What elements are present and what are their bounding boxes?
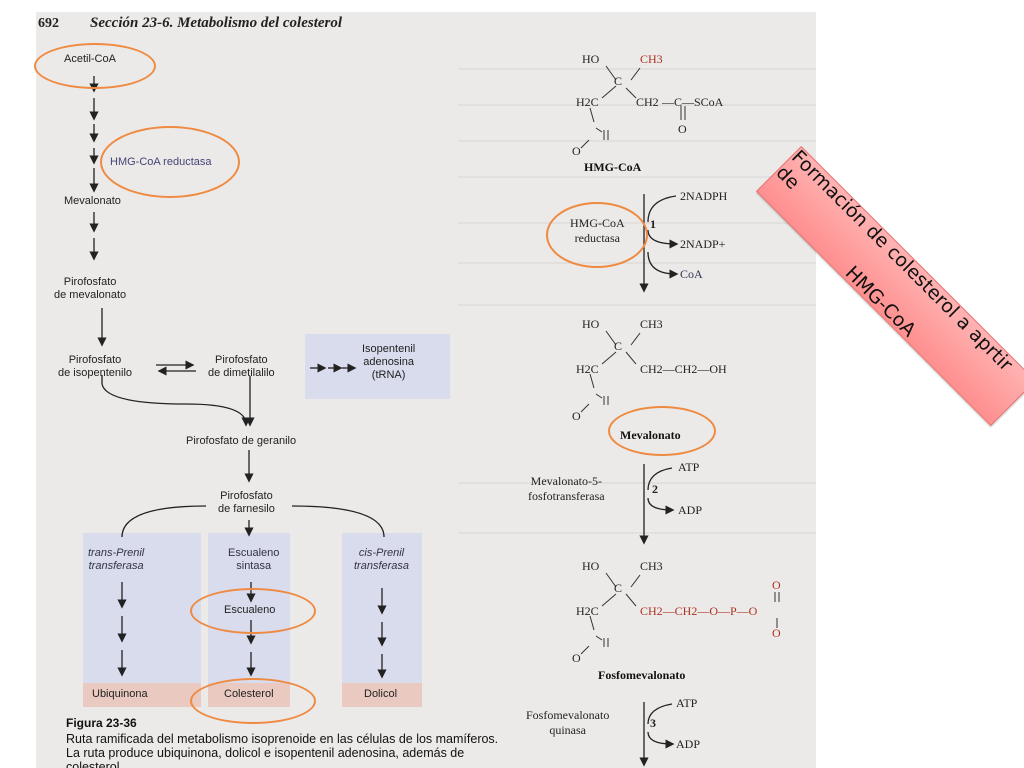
label-line: de farnesilo bbox=[218, 503, 275, 515]
step3-output: ADP bbox=[676, 737, 701, 751]
label-line: Pirofosfato bbox=[68, 354, 122, 366]
pirofosfato-isopentenilo: Pirofosfato de isopentenilo bbox=[58, 354, 132, 380]
fosfo-o-minus: O bbox=[572, 651, 581, 665]
pirofosfato-mevalonato: Pirofosfato de mevalonato bbox=[54, 276, 126, 302]
label-line: (tRNA) bbox=[371, 369, 406, 381]
label-line: quinasa bbox=[549, 723, 586, 737]
page-title: Sección 23-6. Metabolismo del colesterol bbox=[90, 15, 343, 31]
hmg-scoa: —C—SCoA bbox=[662, 95, 724, 109]
label-line: transferasa bbox=[354, 560, 410, 572]
hmg-o-minus: O bbox=[572, 144, 581, 158]
cis-prenil-transferasa: cis-Prenil transferasa bbox=[354, 547, 409, 573]
isopentenil-adenosina: Isopentenil adenosina (tRNA) bbox=[362, 343, 415, 382]
label-line: trans-Prenil bbox=[88, 547, 145, 559]
label-line: adenosina bbox=[363, 356, 414, 368]
label-line: de isopentenilo bbox=[58, 367, 133, 379]
ubiquinona: Ubiquinona bbox=[92, 688, 148, 700]
meva-h2c: H2C bbox=[576, 362, 599, 376]
hmg-ch2: CH2 bbox=[636, 95, 659, 109]
hmg-ho: HO bbox=[582, 52, 600, 66]
ghost-line bbox=[458, 262, 816, 264]
ubiquinona-foot bbox=[83, 683, 201, 707]
label-line: de mevalonato bbox=[54, 289, 127, 301]
step2-number: 2 bbox=[652, 482, 658, 496]
ghost-line bbox=[458, 176, 816, 178]
dolicol: Dolicol bbox=[364, 688, 398, 700]
ghost-line bbox=[458, 104, 816, 106]
fosfo-chain: CH2—CH2—O—P—O bbox=[640, 604, 758, 618]
highlight-circle bbox=[608, 406, 716, 456]
step3-number: 3 bbox=[650, 716, 656, 730]
step1-number: 1 bbox=[650, 217, 656, 231]
label-line: Pirofosfato bbox=[63, 276, 117, 288]
hmg-h2c: H2C bbox=[576, 95, 599, 109]
figure-caption-title: Figura 23-36 bbox=[66, 716, 137, 730]
escualeno-sintasa: Escualeno sintasa bbox=[228, 547, 279, 573]
step2-output: ADP bbox=[678, 503, 703, 517]
step1-input: 2NADPH bbox=[680, 189, 728, 203]
hmg-coa-name: HMG-CoA bbox=[584, 160, 642, 174]
step1-output-nadp: 2NADP+ bbox=[680, 237, 726, 251]
isopentenil-panel bbox=[305, 334, 450, 399]
ghost-line bbox=[458, 140, 816, 142]
textbook-page: 692 Sección 23-6. Metabolismo del colest… bbox=[36, 12, 816, 768]
step3-input: ATP bbox=[676, 696, 698, 710]
meva-chain: CH2—CH2—OH bbox=[640, 362, 727, 376]
step2-input: ATP bbox=[678, 460, 700, 474]
dolicol-foot bbox=[342, 683, 422, 707]
fosfomevalonato-name: Fosfomevalonato bbox=[598, 668, 686, 682]
highlight-circle bbox=[190, 588, 316, 634]
step1-output-coa: CoA bbox=[680, 267, 703, 281]
trans-panel bbox=[83, 533, 201, 707]
chem-bonds bbox=[580, 65, 780, 767]
label-line: cis-Prenil bbox=[358, 547, 405, 559]
label-line: Fosfomevalonato bbox=[526, 708, 610, 722]
meva-c: C bbox=[614, 339, 623, 353]
hmg-o-carbonyl: O bbox=[678, 122, 687, 136]
pirofosfato-geranilo: Pirofosfato de geranilo bbox=[186, 435, 297, 447]
fosfo-o-top: O bbox=[772, 578, 781, 592]
highlight-circle bbox=[190, 678, 316, 724]
ghost-line bbox=[458, 532, 816, 534]
label-line: sintasa bbox=[236, 560, 272, 572]
highlight-circle bbox=[546, 202, 648, 268]
ghost-line bbox=[458, 482, 816, 484]
label-line: Escualeno bbox=[228, 547, 280, 559]
figure-caption-body: Ruta ramificada del metabolismo isopreno… bbox=[66, 732, 499, 768]
meva-ch3: CH3 bbox=[640, 317, 663, 331]
label-line: fosfotransferasa bbox=[528, 489, 605, 503]
pirofosfato-farnesilo: Pirofosfato de farnesilo bbox=[218, 490, 275, 516]
label-line: Pirofosfato bbox=[220, 490, 273, 502]
page-number: 692 bbox=[38, 16, 59, 31]
fosfo-o-bottom: O bbox=[772, 626, 781, 640]
pirofosfato-dimetilalilo: Pirofosfato de dimetilalilo bbox=[208, 354, 275, 380]
fosfo-ch3: CH3 bbox=[640, 559, 663, 573]
highlight-circle bbox=[34, 43, 156, 89]
label-line: Pirofosfato bbox=[215, 354, 268, 366]
step3-enzyme: Fosfomevalonato quinasa bbox=[526, 708, 609, 738]
label-line: Mevalonato-5- bbox=[530, 474, 602, 488]
meva-o-minus: O bbox=[572, 409, 581, 423]
ghost-line bbox=[458, 304, 816, 306]
label-line: de dimetilalilo bbox=[208, 367, 275, 379]
highlight-circle bbox=[100, 126, 240, 198]
label-line: Isopentenil bbox=[362, 343, 416, 355]
ghost-line bbox=[458, 68, 816, 70]
meva-ho: HO bbox=[582, 317, 600, 331]
hmg-c: C bbox=[614, 74, 623, 88]
fosfo-ho: HO bbox=[582, 559, 600, 573]
hmg-ch3: CH3 bbox=[640, 52, 663, 66]
label-line: transferasa bbox=[88, 560, 144, 572]
pathway-arrows bbox=[89, 76, 387, 679]
trans-prenil-transferasa: trans-Prenil transferasa bbox=[88, 547, 144, 573]
fosfo-h2c: H2C bbox=[576, 604, 599, 618]
fosfo-c: C bbox=[614, 581, 623, 595]
step2-enzyme: Mevalonato-5- fosfotransferasa bbox=[528, 474, 605, 504]
mevalonato: Mevalonato bbox=[64, 195, 121, 207]
